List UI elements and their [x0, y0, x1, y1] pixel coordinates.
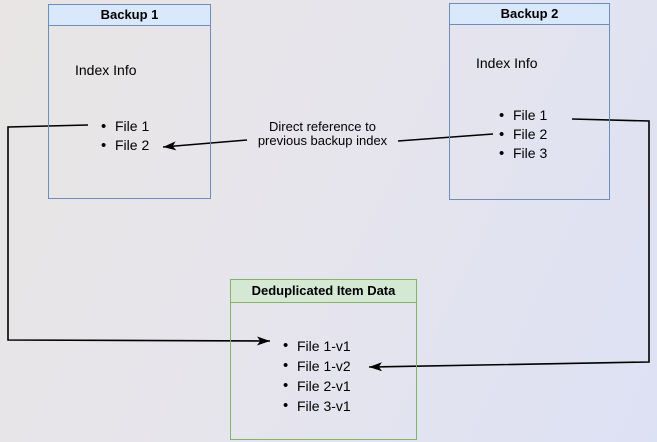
list-item: File 2	[499, 125, 609, 144]
edge-annotation-line2: previous backup index	[257, 133, 388, 148]
list-item: File 1-v1	[283, 336, 416, 356]
edge-annotation: Direct reference to previous backup inde…	[245, 120, 400, 148]
backup1-file-list: File 1 File 2	[101, 117, 210, 155]
list-item: File 3-v1	[283, 396, 416, 416]
list-item: File 1-v2	[283, 356, 416, 376]
backup1-index-info-label: Index Info	[75, 62, 137, 78]
list-item: File 2-v1	[283, 376, 416, 396]
dedup-file-list: File 1-v1 File 1-v2 File 2-v1 File 3-v1	[283, 336, 416, 416]
backup2-index-info-label: Index Info	[476, 55, 538, 71]
edge-annotation-line1: Direct reference to	[269, 119, 376, 134]
backup2-node: Backup 2 Index Info File 1 File 2 File 3	[449, 3, 610, 200]
list-item: File 1	[499, 106, 609, 125]
dedup-title: Deduplicated Item Data	[231, 280, 416, 303]
backup1-title: Backup 1	[49, 5, 210, 26]
backup2-title: Backup 2	[450, 4, 609, 25]
backup1-node: Backup 1 Index Info File 1 File 2	[48, 4, 211, 199]
list-item: File 1	[101, 117, 210, 136]
list-item: File 3	[499, 144, 609, 163]
list-item: File 2	[101, 136, 210, 155]
deduplicated-item-data-node: Deduplicated Item Data File 1-v1 File 1-…	[230, 279, 417, 440]
backup2-file-list: File 1 File 2 File 3	[499, 106, 609, 163]
